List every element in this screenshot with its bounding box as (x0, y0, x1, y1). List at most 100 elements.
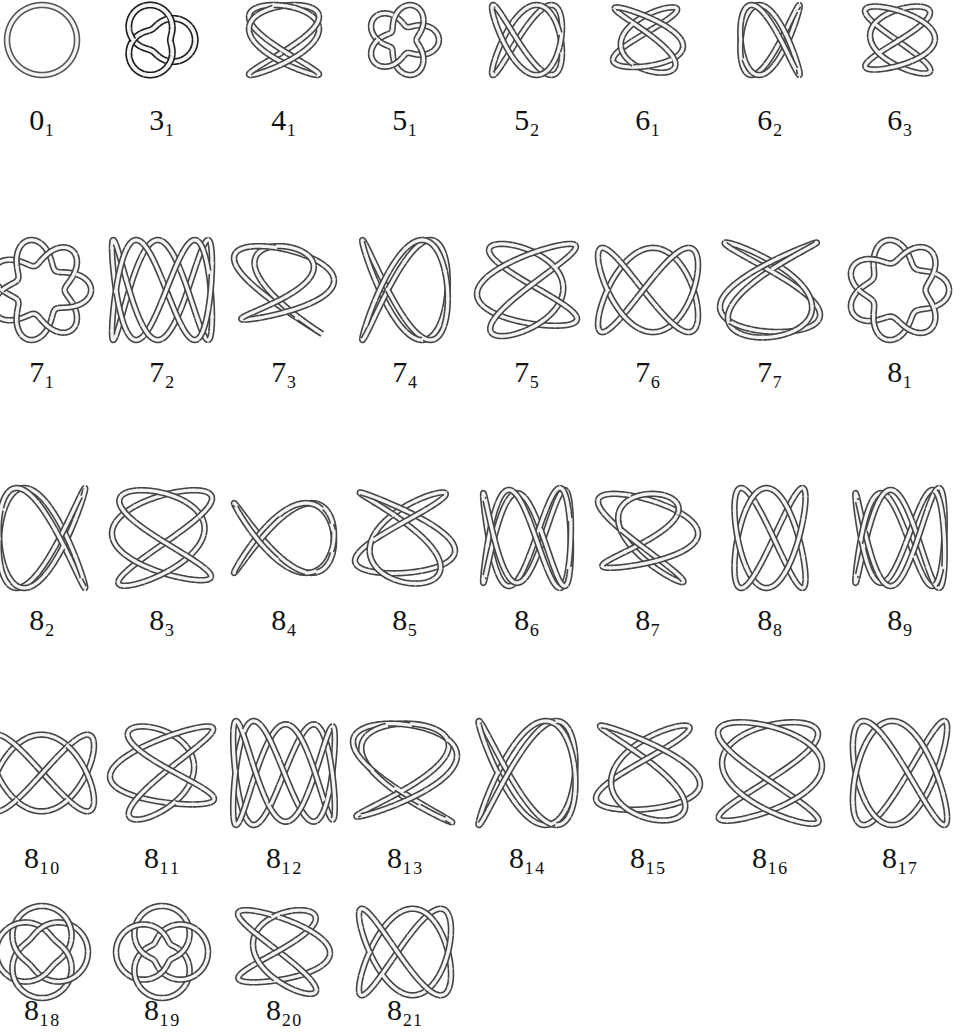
knot-strand (696, 305, 698, 326)
knot-strand (168, 14, 172, 26)
knot-strand (723, 770, 739, 793)
knot-strand (249, 72, 251, 75)
knot-strand (148, 28, 153, 31)
knot-strand (233, 770, 236, 818)
knot-strand (802, 285, 812, 307)
knot-strand (553, 265, 564, 285)
knot-strand (803, 555, 806, 580)
knot-strand (57, 305, 78, 308)
knot-strand (361, 734, 368, 751)
knot-strand (148, 727, 171, 734)
knot-strand (370, 531, 377, 552)
knot-strand (323, 265, 334, 280)
knot-strand (857, 821, 868, 825)
knot-strand (527, 72, 542, 75)
knot-strand (655, 305, 676, 326)
knot-strand (743, 572, 756, 587)
knot-strand (796, 69, 803, 75)
knot-strand (391, 571, 423, 574)
knot-strand (858, 289, 873, 301)
knot-strand (129, 14, 133, 29)
knot-strand (507, 283, 534, 305)
knot-figure (110, 726, 214, 819)
knot-strand (371, 500, 395, 515)
knot-strand (112, 521, 117, 540)
knot-strand (272, 5, 295, 8)
knot-strand (208, 492, 212, 501)
knot-strand (239, 782, 253, 822)
knot-strand (403, 23, 408, 27)
knot-strand (865, 61, 868, 67)
knot-strand (485, 499, 495, 541)
knot-strand (696, 527, 698, 540)
knot-strand (211, 727, 213, 733)
knot-strand (112, 538, 126, 556)
knot-strand (174, 515, 201, 536)
knot-strand (646, 526, 668, 541)
knot-strand (651, 36, 668, 51)
knot-strand (173, 745, 199, 766)
knot-strand (676, 297, 691, 321)
knot-strand (210, 797, 214, 803)
knot-strand (115, 287, 127, 334)
knot-strand (696, 773, 700, 789)
knot-strand (787, 52, 796, 70)
knot-strand (244, 814, 261, 825)
knot-strand (742, 722, 775, 727)
knot-strand (133, 521, 160, 540)
knot-strand (512, 32, 527, 55)
knot-strand (200, 515, 204, 536)
knot-strand (168, 15, 172, 26)
knot-strand (249, 246, 277, 248)
knot-strand (316, 562, 329, 573)
knot-strand (118, 582, 124, 586)
knot-strand (360, 492, 363, 493)
knot-strand (392, 19, 394, 30)
knot-strand (777, 791, 807, 808)
knot-strand (190, 40, 195, 53)
knot-strand (661, 70, 672, 73)
knot-strand (777, 753, 805, 774)
knot-strand (299, 39, 315, 54)
knot-strand (328, 279, 334, 292)
knot-strand (755, 6, 766, 16)
knot-strand (129, 28, 133, 40)
knot-strand (370, 550, 378, 569)
knot-strand (129, 14, 133, 27)
knot-strand (408, 25, 417, 27)
knot-strand (169, 728, 198, 736)
knot-strand (857, 820, 869, 825)
knot-strand (82, 764, 92, 789)
knot-strand (234, 503, 237, 506)
knot-strand (513, 724, 534, 746)
knot-strand (794, 578, 803, 588)
knot-strand (315, 15, 319, 26)
knot-strand (855, 493, 857, 502)
knot-strand (432, 40, 439, 52)
knot-strand (157, 6, 169, 15)
knot-strand (734, 491, 737, 512)
knot-strand (190, 39, 195, 54)
knot-strand (770, 726, 802, 739)
knot-strand (920, 7, 929, 11)
knot-strand (370, 768, 395, 790)
knot-strand (168, 54, 172, 65)
knot-strand (403, 5, 417, 7)
knot-strand (316, 330, 322, 334)
knot-strand (513, 58, 528, 73)
knot-strand (568, 518, 571, 569)
knot-strand (757, 583, 772, 588)
knot-strand (491, 331, 503, 336)
knot-strand (502, 39, 515, 61)
knot-strand (882, 781, 903, 811)
knot-strand (21, 334, 42, 340)
knot-strand (541, 6, 552, 16)
knot-strand (394, 7, 404, 20)
knot-strand (795, 517, 803, 550)
knot-strand (673, 62, 676, 70)
knot-figure (720, 243, 820, 338)
knot-strand (255, 264, 263, 283)
knot-strand (568, 791, 575, 817)
knot-strand (434, 550, 441, 569)
knot-strand (870, 24, 874, 39)
